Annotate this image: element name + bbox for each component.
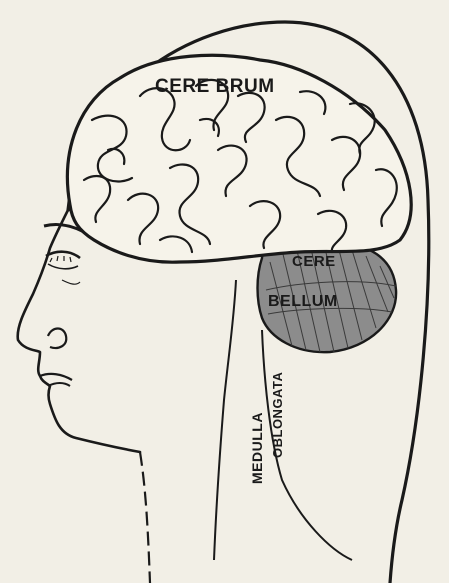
nostril [48, 329, 66, 348]
cerebrum-label: CERE BRUM [155, 76, 275, 97]
cheek-line [62, 280, 80, 284]
cerebellum-label-bottom: BELLUM [268, 293, 338, 310]
medulla-label: MEDULLA [249, 412, 265, 484]
upper-lip [40, 374, 72, 380]
spinal-cord-front [214, 280, 236, 560]
eye-lower-lid [48, 264, 78, 269]
neck-front [140, 452, 150, 583]
cerebellum-label-top: CERE [292, 253, 336, 270]
eye-upper-lid [46, 252, 80, 258]
oblongata-label: OBLONGATA [270, 372, 285, 458]
eye-lashes [50, 256, 71, 262]
lower-lip [48, 383, 70, 386]
